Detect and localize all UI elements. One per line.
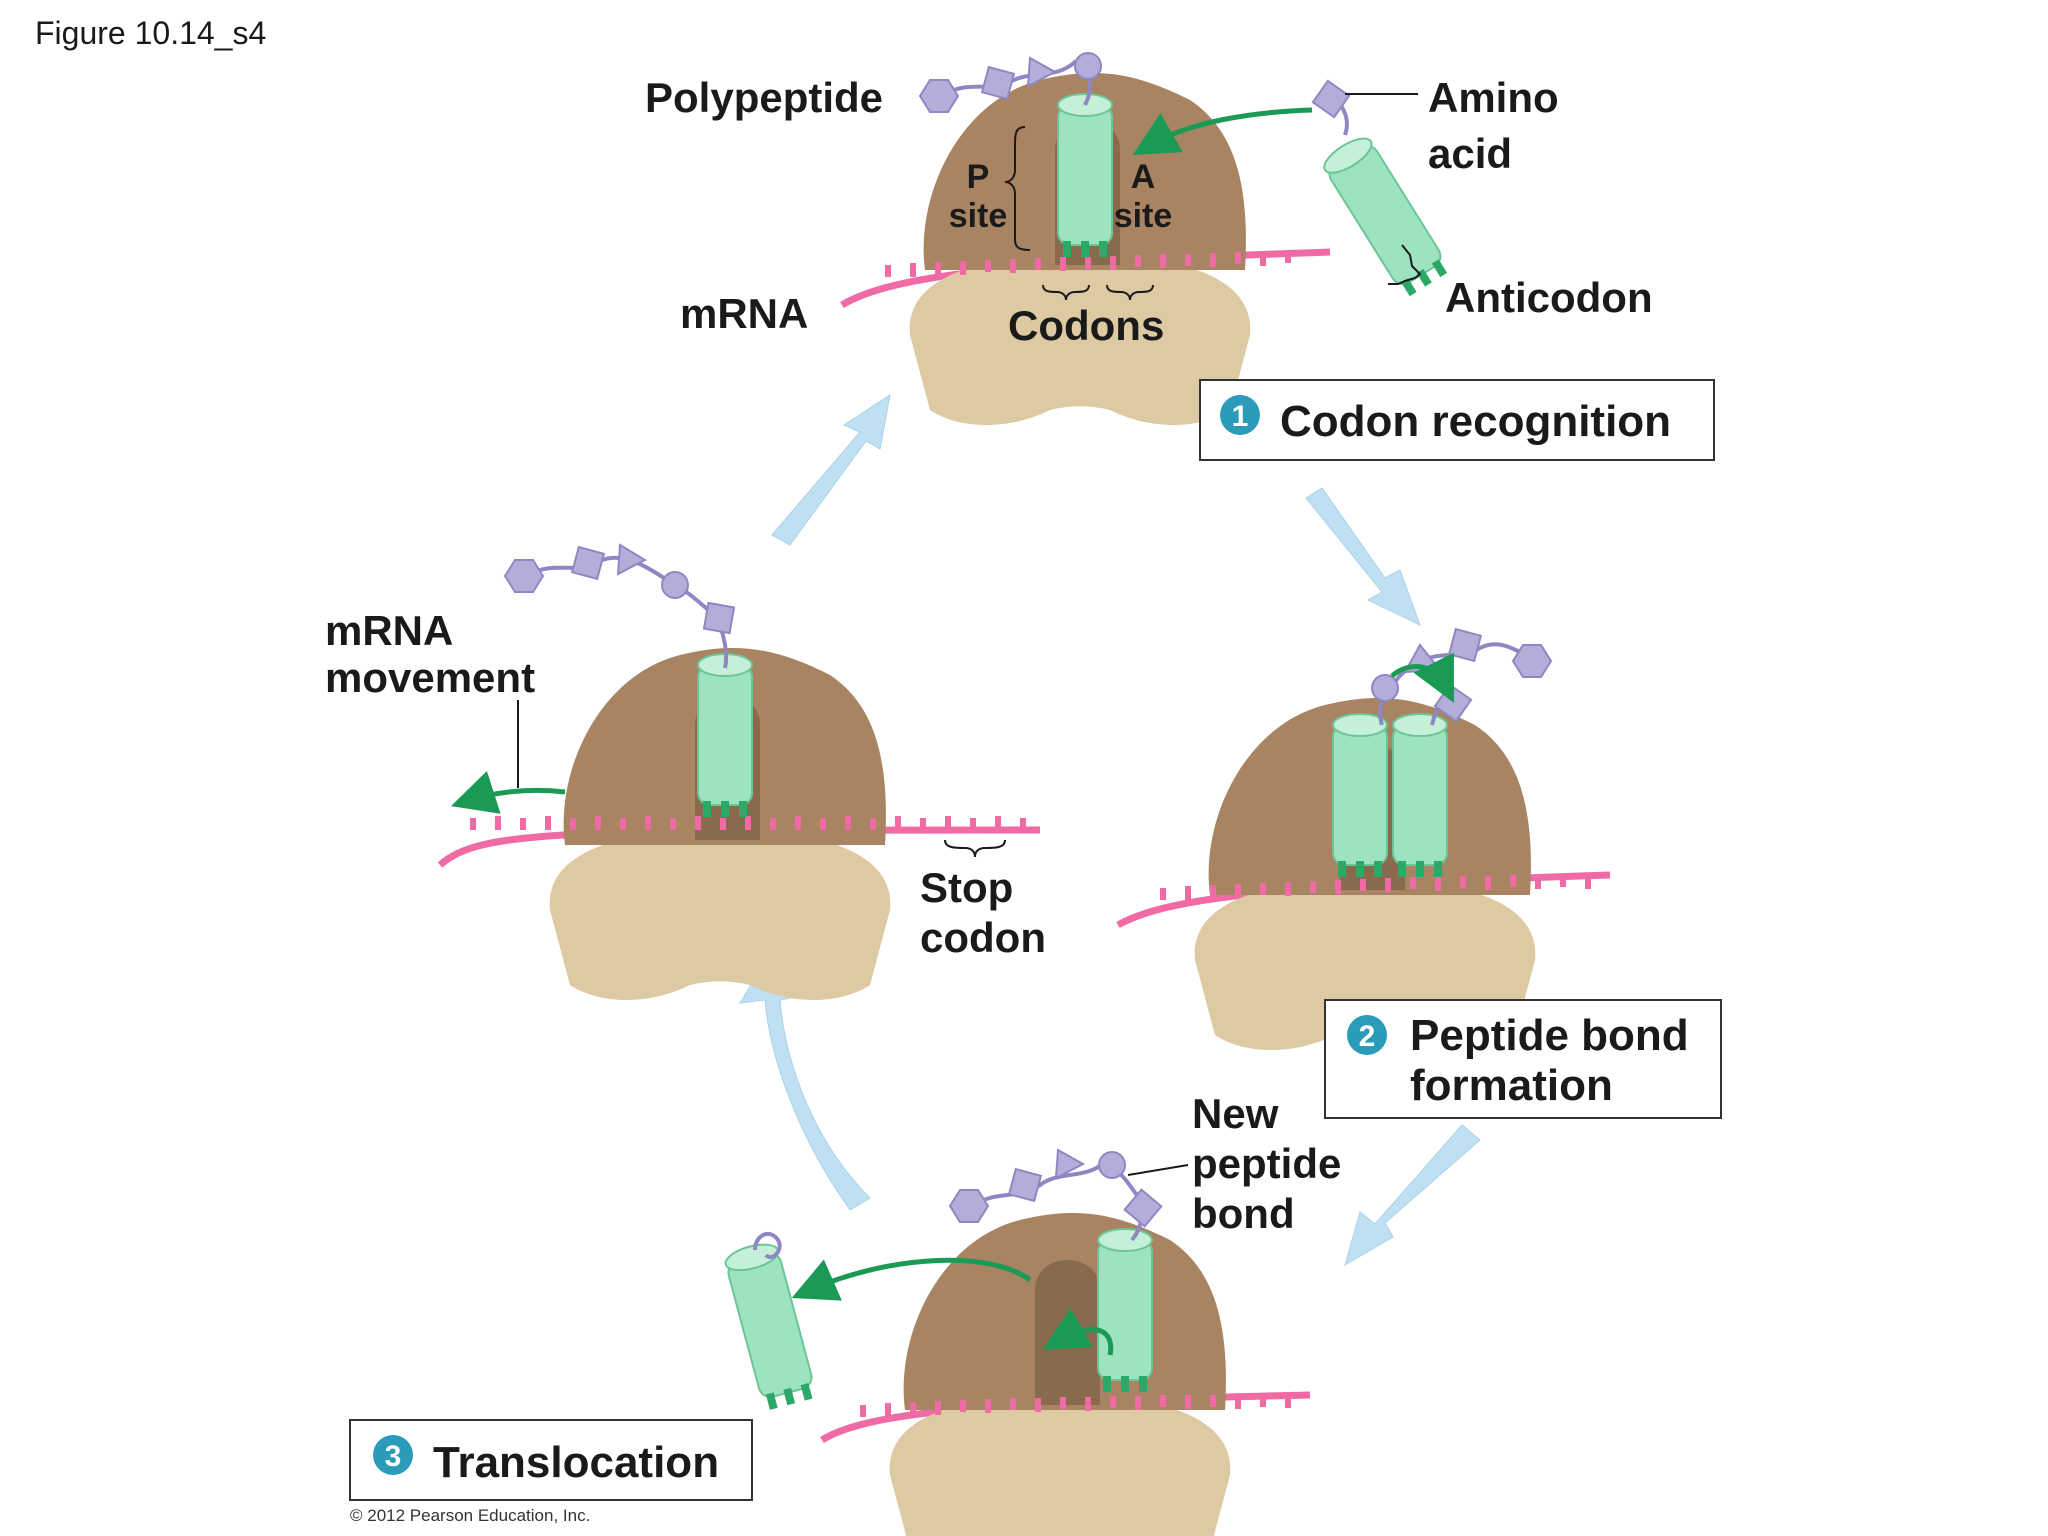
polypeptide-residues-left <box>503 543 736 635</box>
mrna-movement-arrow <box>450 770 566 814</box>
step-2-title-line1: Peptide bond <box>1410 1011 1689 1060</box>
acid-label: acid <box>1428 130 1512 177</box>
p-label: P <box>967 158 990 196</box>
new-peptide-bond-label-line3: bond <box>1192 1190 1295 1237</box>
panel-translocation: New peptide bond <box>721 1090 1341 1536</box>
new-peptide-bond-label-line2: peptide <box>1192 1140 1341 1187</box>
mrna-bases-top <box>885 251 1291 277</box>
codon-brace-2 <box>1106 284 1154 301</box>
p-site-bracket <box>1004 126 1031 251</box>
stop-codon-brace <box>944 839 1006 858</box>
mrna-movement-label-line1: mRNA <box>325 607 453 654</box>
step-2-title-line2: formation <box>1410 1061 1613 1110</box>
stop-codon-label-line1: Stop <box>920 864 1013 911</box>
new-peptide-bond-label-line1: New <box>1192 1090 1279 1137</box>
polypeptide-residues-bottom <box>948 1148 1163 1228</box>
step-1-title: Codon recognition <box>1280 397 1671 446</box>
peptide-transfer-arrow <box>1390 652 1454 703</box>
stop-codon-label-line2: codon <box>920 914 1046 961</box>
step-1-box: 1 Codon recognition <box>1199 379 1715 461</box>
panel-mrna-movement: mRNA movement Stop codon <box>325 543 1046 1000</box>
ejected-trna-loop <box>753 1231 782 1260</box>
cycle-arrow-left-to-top <box>771 393 891 546</box>
p-site-label: site <box>949 197 1008 235</box>
figure-label: Figure 10.14_s4 <box>35 15 266 51</box>
step-3-title: Translocation <box>433 1438 719 1487</box>
panel-codon-recognition: Polypeptide Amino acid P site A site mRN… <box>645 52 1653 425</box>
cycle-arrow-top-to-right <box>1305 487 1421 626</box>
cycle-arrow-right-to-bottom <box>1344 1124 1481 1267</box>
a-site-label: site <box>1114 197 1173 235</box>
step-2-box: 2 Peptide bond formation <box>1324 999 1722 1119</box>
cycle-arrows <box>739 393 1481 1267</box>
anticodon-label: Anticodon <box>1445 274 1653 321</box>
amino-label: Amino <box>1428 74 1559 121</box>
mrna-label-top: mRNA <box>680 290 808 337</box>
amino-acid-residue <box>1311 79 1351 119</box>
polypeptide-residues-top <box>918 52 1102 113</box>
step-3-number: 3 <box>385 1440 402 1473</box>
trna-exit-arrow <box>791 1257 1032 1301</box>
copyright: © 2012 Pearson Education, Inc. <box>350 1506 590 1525</box>
step-2-number: 2 <box>1359 1020 1376 1053</box>
anticodon-bracket <box>1388 244 1422 285</box>
cycle-arrow-bottom-to-left <box>739 964 871 1211</box>
incoming-trna-arrow <box>1132 107 1313 155</box>
codon-brace-1 <box>1042 284 1090 301</box>
step-3-box: 3 Translocation <box>349 1419 753 1501</box>
mrna-bases-bottom <box>860 1394 1291 1417</box>
panel-peptide-bond-formation <box>1116 627 1611 1050</box>
step-1-number: 1 <box>1232 400 1249 433</box>
mrna-bases-left <box>470 816 1026 830</box>
a-label: A <box>1131 158 1156 196</box>
polypeptide-label: Polypeptide <box>645 74 883 121</box>
translocation-arrow <box>1042 1308 1114 1356</box>
new-peptide-bond-leader <box>1127 1164 1189 1176</box>
codons-label: Codons <box>1008 302 1164 349</box>
mrna-bases-right <box>1160 875 1591 900</box>
mrna-movement-label-line2: movement <box>325 654 535 701</box>
